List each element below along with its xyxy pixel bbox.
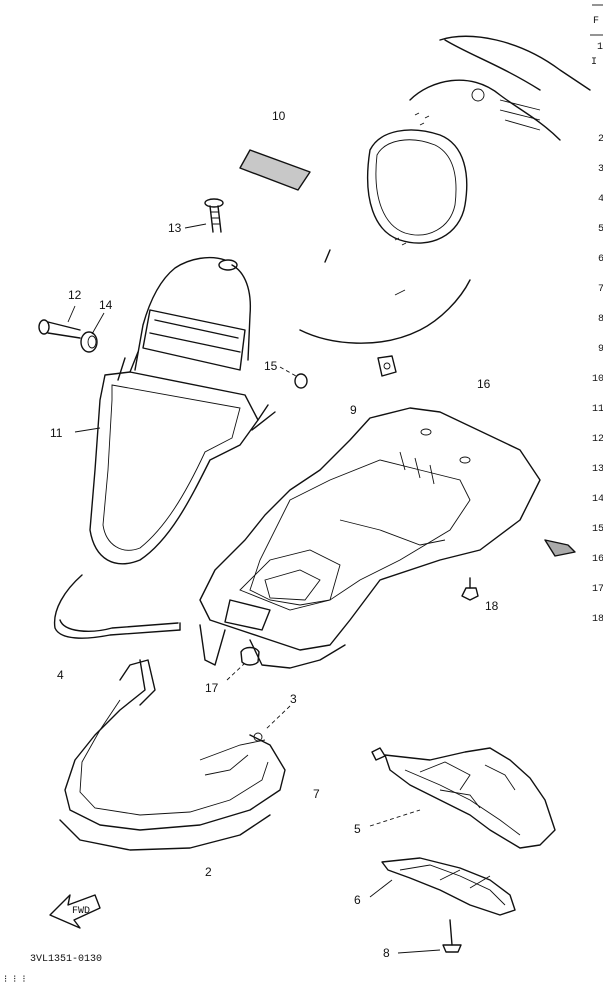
index-row-6: 6 bbox=[598, 254, 603, 265]
inner-fender-9 bbox=[199, 407, 576, 669]
callout-16: 16 bbox=[477, 377, 491, 391]
index-row-9: 9 bbox=[598, 344, 603, 355]
grommet-15 bbox=[294, 373, 308, 389]
index-row-8: 8 bbox=[598, 314, 603, 325]
part-code: 3VL1351-0130 bbox=[30, 954, 102, 965]
callout-6: 6 bbox=[354, 893, 361, 907]
callout-numbers: 10 13 12 14 15 16 9 11 18 4 17 3 7 5 2 6… bbox=[50, 109, 499, 960]
rear-carrier-11 bbox=[89, 256, 276, 565]
callout-7: 7 bbox=[313, 787, 320, 801]
callout-12: 12 bbox=[68, 288, 82, 302]
index-row-4: 4 bbox=[598, 194, 603, 205]
seal-strip-4 bbox=[53, 574, 181, 639]
callout-18: 18 bbox=[485, 599, 499, 613]
callout-3: 3 bbox=[290, 692, 297, 706]
callout-13: 13 bbox=[168, 221, 182, 235]
index-row-1: I bbox=[591, 57, 597, 68]
index-column: F 1 I 2 3 4 5 6 7 8 9 10 11 12 13 14 15 … bbox=[590, 4, 603, 625]
bracket-5 bbox=[371, 747, 556, 849]
callout-10: 10 bbox=[272, 109, 286, 123]
lower-cover-2 bbox=[59, 659, 286, 851]
label-pad-10 bbox=[239, 149, 311, 191]
under-cover-6 bbox=[381, 857, 516, 916]
index-row-0: 1 bbox=[597, 42, 603, 53]
callout-11: 11 bbox=[50, 426, 63, 440]
collar-14 bbox=[80, 331, 98, 353]
index-row-5: 5 bbox=[598, 224, 603, 235]
screw-8 bbox=[442, 919, 462, 953]
bolt-18 bbox=[461, 577, 479, 601]
callout-8: 8 bbox=[383, 946, 390, 960]
forward-arrow-icon: FWD bbox=[49, 894, 101, 929]
callout-2: 2 bbox=[205, 865, 212, 879]
nut-16 bbox=[377, 355, 397, 377]
index-row-14: 14 bbox=[592, 494, 603, 505]
index-row-15: 15 bbox=[592, 524, 603, 535]
fwd-label: FWD bbox=[72, 906, 90, 917]
bolt-13 bbox=[204, 198, 224, 233]
index-row-13: 13 bbox=[592, 464, 603, 475]
bolt-12 bbox=[38, 319, 81, 339]
index-row-7: 7 bbox=[598, 284, 603, 295]
index-header: F bbox=[593, 16, 599, 27]
callout-14: 14 bbox=[99, 298, 113, 312]
callout-17: 17 bbox=[205, 681, 219, 695]
index-row-3: 3 bbox=[598, 164, 603, 175]
callout-9: 9 bbox=[350, 403, 357, 417]
corner-marks: ⁝ ⁝ ⁝ bbox=[4, 975, 26, 986]
index-row-12: 12 bbox=[592, 434, 603, 445]
grommet-17 bbox=[240, 646, 260, 666]
index-row-16: 16 bbox=[592, 554, 603, 565]
index-row-17: 17 bbox=[592, 584, 603, 595]
callout-15: 15 bbox=[264, 359, 278, 373]
index-row-2: 2 bbox=[598, 134, 603, 145]
front-cover bbox=[299, 35, 591, 344]
index-row-18: 18 bbox=[592, 614, 603, 625]
index-row-11: 11 bbox=[592, 404, 603, 415]
index-row-10: 10 bbox=[592, 374, 603, 385]
callout-4: 4 bbox=[57, 668, 64, 682]
callout-5: 5 bbox=[354, 822, 361, 836]
leader-lines bbox=[67, 223, 441, 954]
